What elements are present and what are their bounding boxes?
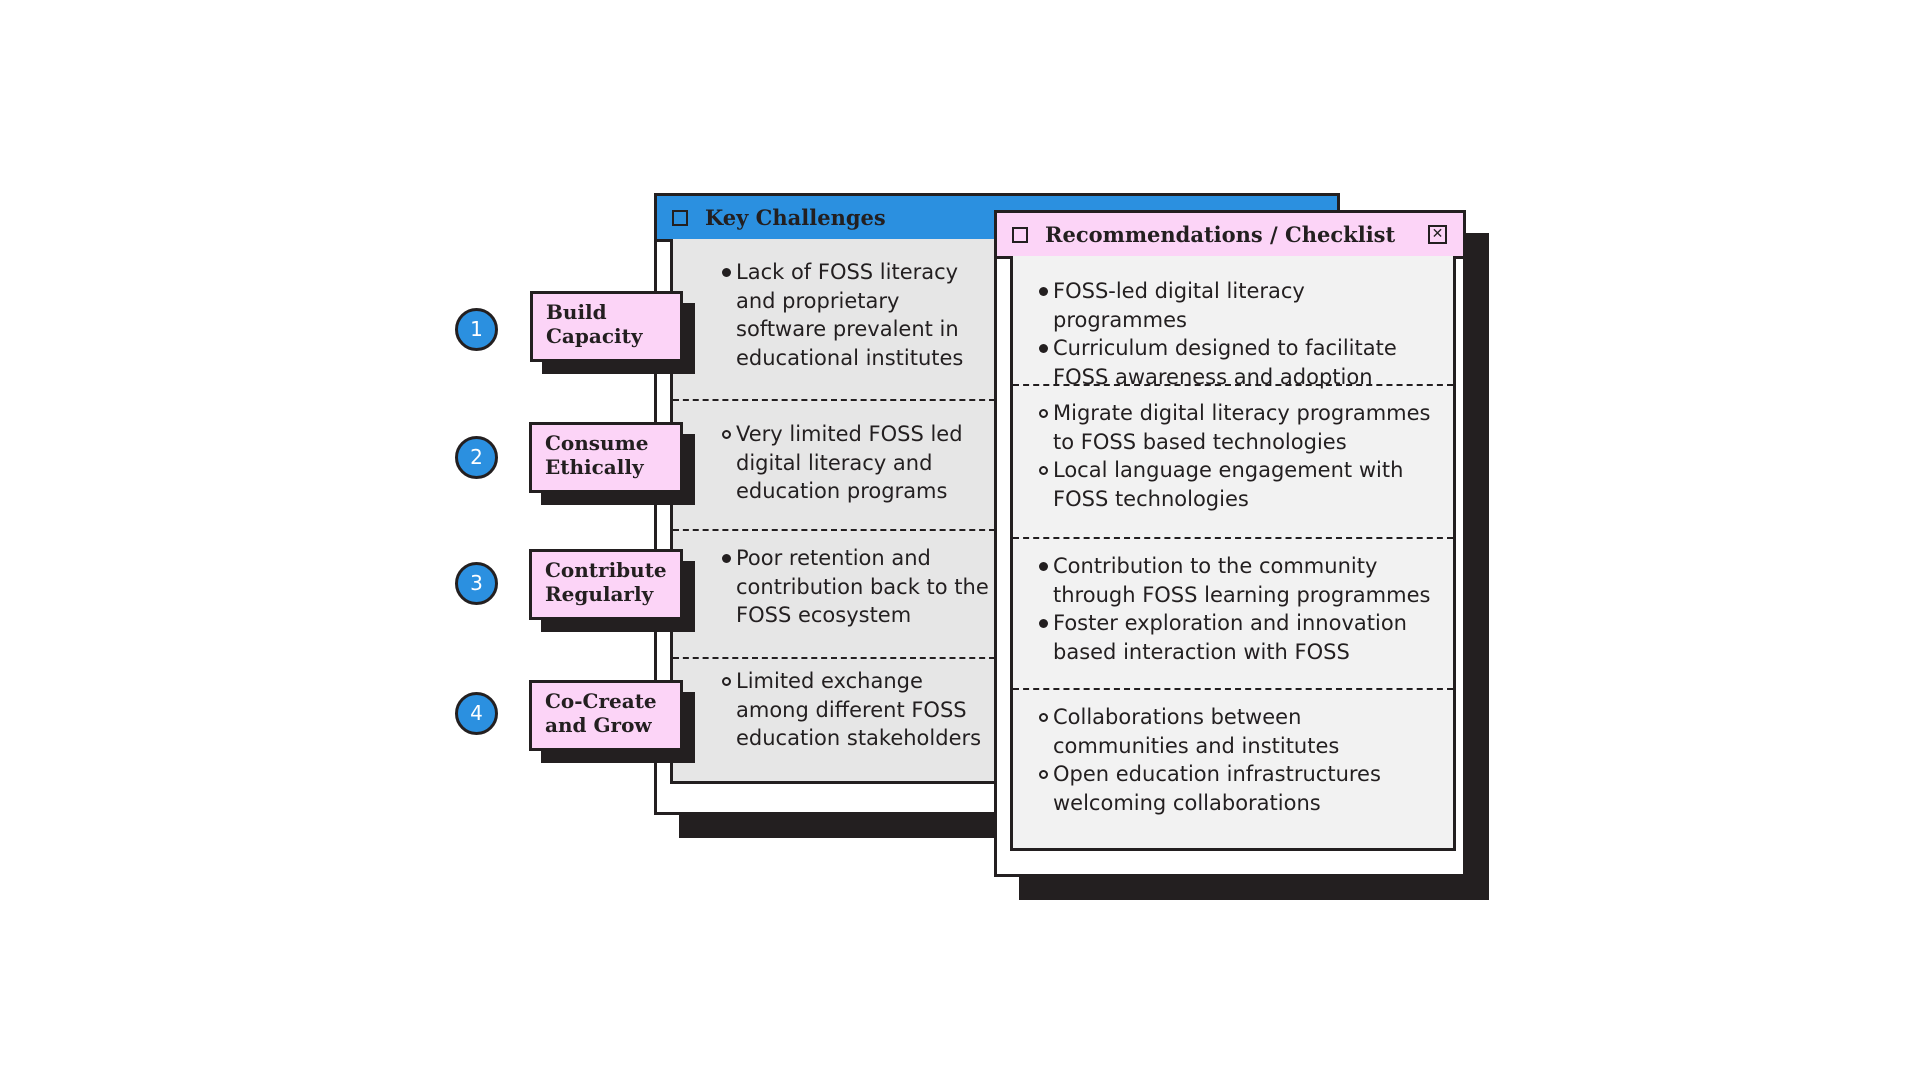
- bullet-filled-icon: [1039, 562, 1048, 571]
- bullet-hollow-icon: [1039, 466, 1048, 475]
- recommendation-item: Foster exploration and innovation based …: [1039, 609, 1439, 666]
- step-number-badge: 1: [455, 308, 498, 351]
- dashed-divider: [673, 399, 995, 401]
- bullet-filled-icon: [1039, 619, 1048, 628]
- challenge-item: Very limited FOSS led digital literacy a…: [722, 420, 992, 506]
- dashed-divider: [1013, 537, 1453, 539]
- recommendation-group-4: Collaborations between communities and i…: [1039, 703, 1439, 817]
- step-label-contribute-regularly: Contribute Regularly: [529, 549, 683, 620]
- recommendation-item: Migrate digital literacy programmes to F…: [1039, 399, 1439, 456]
- step-label-co-create-and-grow: Co-Create and Grow: [529, 680, 683, 751]
- recommendation-item: Collaborations between communities and i…: [1039, 703, 1439, 760]
- recommendation-item: Open education infrastructures welcoming…: [1039, 760, 1439, 817]
- recommendation-group-3: Contribution to the community through FO…: [1039, 552, 1439, 666]
- dashed-divider: [673, 529, 995, 531]
- bullet-hollow-icon: [722, 430, 731, 439]
- recommendations-titlebar: Recommendations / Checklist ✕: [997, 213, 1463, 259]
- window-checkbox-icon[interactable]: [672, 209, 688, 226]
- challenge-block-2: Very limited FOSS led digital literacy a…: [722, 420, 992, 506]
- recommendations-panel: FOSS-led digital literacy programmes Cur…: [1010, 256, 1456, 851]
- window-checkbox-icon[interactable]: [1012, 226, 1028, 243]
- challenges-title: Key Challenges: [705, 205, 886, 230]
- step-number-badge: 4: [455, 692, 498, 735]
- challenge-item: Lack of FOSS literacy and proprietary so…: [722, 258, 992, 372]
- bullet-filled-icon: [1039, 344, 1048, 353]
- step-number-badge: 2: [455, 436, 498, 479]
- recommendation-item: FOSS-led digital literacy programmes: [1039, 277, 1439, 334]
- step-label-build-capacity: Build Capacity: [530, 291, 683, 362]
- recommendations-window: Recommendations / Checklist ✕ FOSS-led d…: [994, 210, 1466, 877]
- bullet-hollow-icon: [722, 677, 731, 686]
- recommendation-item: Contribution to the community through FO…: [1039, 552, 1439, 609]
- challenge-item: Limited exchange among different FOSS ed…: [722, 667, 992, 753]
- recommendation-group-2: Migrate digital literacy programmes to F…: [1039, 399, 1439, 513]
- bullet-hollow-icon: [1039, 770, 1048, 779]
- recommendation-item: Curriculum designed to facilitate FOSS a…: [1039, 334, 1439, 391]
- recommendation-item: Local language engagement with FOSS tech…: [1039, 456, 1439, 513]
- step-label-consume-ethically: Consume Ethically: [529, 422, 683, 493]
- challenge-block-3: Poor retention and contribution back to …: [722, 544, 992, 630]
- bullet-filled-icon: [1039, 287, 1048, 296]
- bullet-hollow-icon: [1039, 713, 1048, 722]
- dashed-divider: [1013, 688, 1453, 690]
- dashed-divider: [673, 657, 995, 659]
- recommendation-group-1: FOSS-led digital literacy programmes Cur…: [1039, 277, 1439, 391]
- bullet-filled-icon: [722, 268, 731, 277]
- step-number-badge: 3: [455, 562, 498, 605]
- challenge-item: Poor retention and contribution back to …: [722, 544, 992, 630]
- challenge-block-1: Lack of FOSS literacy and proprietary so…: [722, 258, 992, 372]
- dashed-divider: [1013, 384, 1453, 386]
- close-icon[interactable]: ✕: [1428, 225, 1447, 244]
- bullet-filled-icon: [722, 554, 731, 563]
- challenge-block-4: Limited exchange among different FOSS ed…: [722, 667, 992, 753]
- recommendations-title: Recommendations / Checklist: [1045, 222, 1396, 247]
- bullet-hollow-icon: [1039, 409, 1048, 418]
